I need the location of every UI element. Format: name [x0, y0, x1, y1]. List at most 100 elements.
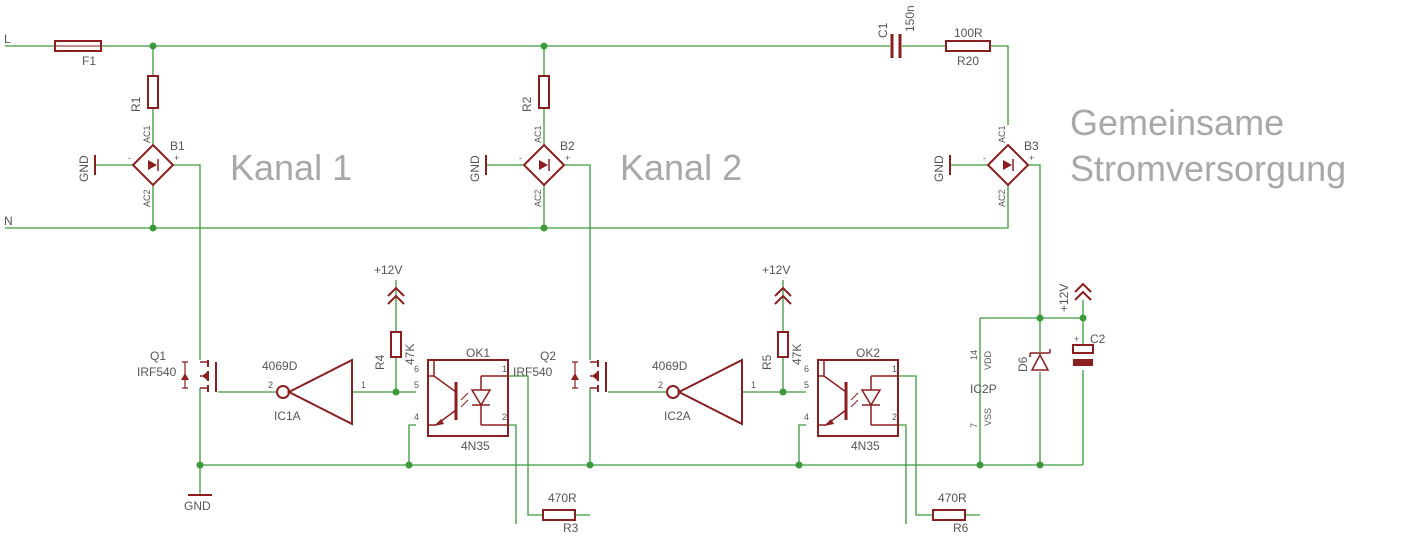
b2-minus: -: [519, 153, 522, 163]
b1-ref: B1: [170, 139, 185, 153]
vcc-symbol-3: +12V: [1057, 282, 1092, 312]
ok2-value: 4N35: [851, 439, 880, 453]
c2-ref: C2: [1090, 332, 1106, 346]
svg-text:4: 4: [414, 412, 419, 422]
net-label-n: N: [4, 214, 13, 228]
svg-text:2: 2: [892, 412, 897, 422]
b1-minus: -: [128, 153, 131, 163]
capacitor-c1: C1 150n: [876, 5, 917, 58]
q2-value: IRF540: [513, 365, 553, 379]
b2-ref: B2: [560, 139, 575, 153]
junctions: [149, 42, 1087, 469]
b1-ac1: AC1: [142, 125, 152, 143]
optocoupler-ok2: OK2 4N35 6 5 4 1 2: [804, 346, 899, 453]
ic1a-ref: IC1A: [274, 409, 301, 423]
q2-ref: Q2: [540, 349, 556, 363]
svg-text:2: 2: [502, 412, 507, 422]
r6-ref: R6: [953, 521, 969, 535]
svg-text:GND: GND: [932, 155, 946, 182]
r1-ref: R1: [129, 96, 143, 112]
c1-value: 150n: [903, 5, 917, 32]
svg-text:+: +: [1074, 334, 1079, 344]
c1-ref: C1: [876, 22, 890, 38]
svg-text:GND: GND: [77, 155, 91, 182]
svg-text:1: 1: [502, 364, 507, 374]
vcc-symbol-2: +12V: [762, 263, 792, 305]
b1-plus: +: [174, 153, 179, 163]
svg-text:+12V: +12V: [374, 263, 402, 277]
r4-ref: R4: [373, 354, 387, 370]
resistor-r3: 470R R3: [542, 491, 579, 535]
svg-text:6: 6: [804, 364, 809, 374]
resistor-r2: R2: [520, 75, 550, 112]
bridge-b3: B3 AC1 AC2 - +: [983, 125, 1039, 207]
title-channel-1: Kanal 1: [230, 147, 352, 188]
title-supply-line2: Stromversorgung: [1070, 148, 1346, 189]
q1-ref: Q1: [150, 349, 166, 363]
ic2p-pin7: 7: [969, 423, 979, 428]
svg-text:+12V: +12V: [762, 263, 790, 277]
r3-ref: R3: [563, 521, 579, 535]
r4-value: 47K: [403, 344, 417, 365]
svg-text:1: 1: [892, 364, 897, 374]
gnd-symbol-b1: GND: [77, 155, 96, 182]
r20-ref: R20: [957, 54, 979, 68]
optocoupler-ok1: OK1 4N35 6 5 4 1 2: [414, 346, 509, 453]
b3-ac1: AC1: [997, 125, 1007, 143]
mosfet-q1: Q1 IRF540: [137, 349, 217, 392]
ok1-value: 4N35: [461, 439, 490, 453]
gnd-symbol-b3: GND: [932, 155, 951, 182]
bridge-b1: B1 AC1 AC2 - +: [128, 125, 185, 207]
ic2p-power-block: IC2P 14 VDD 7 VSS: [969, 350, 997, 428]
b3-minus: -: [983, 153, 986, 163]
vcc-symbol-1: +12V: [374, 263, 405, 305]
f1-ref: F1: [82, 54, 96, 68]
ic2a-value: 4069D: [652, 359, 688, 373]
r5-value: 47K: [790, 344, 804, 365]
gnd-symbol-b2: GND: [468, 155, 487, 182]
gnd-symbol-main: GND: [184, 494, 212, 513]
bridge-b2: B2 AC1 AC2 - +: [519, 125, 575, 207]
svg-text:5: 5: [804, 380, 809, 390]
ok2-ref: OK2: [856, 346, 880, 360]
ic2p-pin14: 14: [969, 350, 979, 360]
svg-text:+12V: +12V: [1057, 284, 1071, 312]
ic2p-vss: VSS: [983, 408, 993, 426]
wires: [5, 45, 1084, 524]
mosfet-q2: Q2 IRF540: [513, 349, 607, 392]
ic2p-ref: IC2P: [970, 382, 997, 396]
svg-text:GND: GND: [184, 499, 211, 513]
ic1a-value: 4069D: [262, 359, 298, 373]
resistor-r4: R4 47K: [373, 331, 417, 370]
r20-value: 100R: [954, 26, 983, 40]
svg-text:5: 5: [414, 380, 419, 390]
r3-value: 470R: [548, 491, 577, 505]
r6-value: 470R: [938, 491, 967, 505]
inverter-ic1a: 4069D IC1A 2 1: [262, 358, 366, 426]
b3-ref: B3: [1024, 139, 1039, 153]
inverter-ic2a: 4069D IC2A 2 1: [652, 358, 756, 426]
zener-d6: D6: [1016, 349, 1051, 372]
r5-ref: R5: [760, 354, 774, 370]
title-supply-line1: Gemeinsame: [1070, 102, 1284, 143]
svg-text:1: 1: [751, 380, 756, 390]
svg-text:6: 6: [414, 364, 419, 374]
b2-ac1: AC1: [533, 125, 543, 143]
resistor-r1: R1: [129, 75, 159, 112]
svg-text:4: 4: [804, 412, 809, 422]
fuse-f1: F1: [54, 40, 102, 68]
d6-ref: D6: [1016, 356, 1030, 372]
ok1-ref: OK1: [466, 346, 490, 360]
svg-text:2: 2: [268, 380, 273, 390]
ic2p-vdd: VDD: [983, 350, 993, 370]
q1-value: IRF540: [137, 365, 177, 379]
r2-ref: R2: [520, 96, 534, 112]
svg-text:GND: GND: [468, 155, 482, 182]
capacitor-c2: C2 +: [1072, 332, 1106, 366]
ic2a-ref: IC2A: [664, 409, 691, 423]
b3-ac2: AC2: [997, 189, 1007, 207]
svg-text:2: 2: [658, 380, 663, 390]
resistor-r6: 470R R6: [932, 491, 969, 535]
